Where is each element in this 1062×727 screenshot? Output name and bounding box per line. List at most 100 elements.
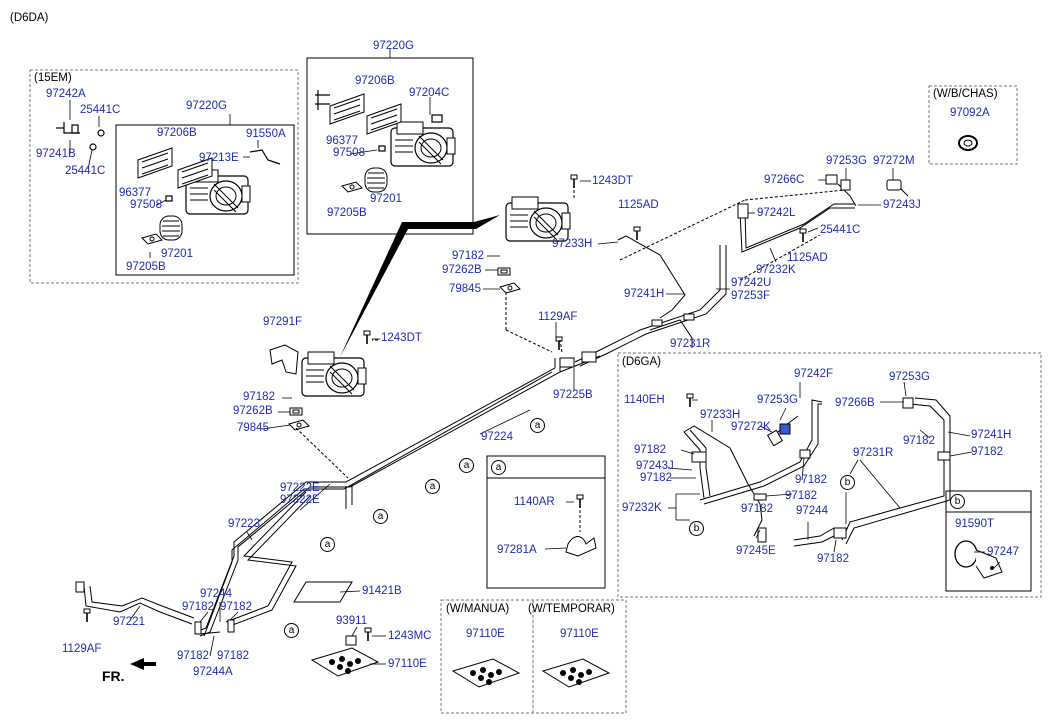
- part-label-97201-box: 97201: [370, 193, 402, 205]
- detail-b-title: b: [950, 494, 965, 509]
- callout-a: a: [425, 479, 440, 494]
- part-label-93911: 93911: [336, 615, 368, 627]
- part-label-97244-d6ga: 97244: [796, 505, 828, 517]
- box-title-wbchas: (W/B/CHAS): [933, 88, 998, 100]
- part-label-97508: 97508: [130, 199, 162, 211]
- part-label-97243J: 97243J: [883, 199, 921, 211]
- part-label-97242L: 97242L: [757, 207, 796, 219]
- part-label-97213E: 97213E: [199, 152, 239, 164]
- box-title-wmanua: (W/MANUA): [446, 603, 510, 615]
- part-label-97245E: 97245E: [736, 545, 776, 557]
- part-label-97242F: 97242F: [794, 368, 834, 380]
- part-label-1129AF-bottom: 1129AF: [62, 643, 102, 655]
- part-label-97244: 97244: [200, 588, 232, 600]
- part-label-25441C-lower: 25441C: [65, 165, 106, 177]
- part-label-1243MC: 1243MC: [388, 630, 432, 642]
- part-label-97266B: 97266B: [835, 397, 875, 409]
- part-label-97110E-manual: 97110E: [466, 628, 505, 640]
- part-label-1125AD-top: 1125AD: [618, 199, 659, 211]
- part-label-97206B-box: 97206B: [355, 75, 395, 87]
- part-label-97508-box: 97508: [333, 147, 365, 159]
- part-label-97233H-d6ga: 97233H: [700, 409, 741, 421]
- part-label-97182-d6ga-l2: 97182: [640, 472, 672, 484]
- part-label-97291F: 97291F: [263, 316, 303, 328]
- part-label-97262B-top: 97262B: [442, 264, 482, 276]
- part-label-97253F: 97253F: [731, 290, 771, 302]
- part-label-97205B-box: 97205B: [327, 207, 367, 219]
- part-label-79845-top: 79845: [449, 283, 481, 295]
- part-label-97182-bl1: 97182: [182, 601, 214, 613]
- box-title-d6ga: (D6GA): [622, 356, 661, 368]
- callout-a: a: [530, 418, 545, 433]
- part-label-97182-bl4: 97182: [217, 650, 249, 662]
- part-label-97241H: 97241H: [624, 288, 665, 300]
- part-label-97224: 97224: [481, 431, 513, 443]
- part-label-25441C: 25441C: [80, 104, 121, 116]
- part-label-97262B-left: 97262B: [233, 405, 273, 417]
- part-label-25441C-right: 25441C: [820, 224, 861, 236]
- part-label-97182-d6ga-r1: 97182: [903, 435, 935, 447]
- part-label-97182-d6ga-b: 97182: [817, 553, 849, 565]
- part-label-1140EH: 1140EH: [624, 394, 665, 406]
- model-code: (D6DA): [10, 12, 49, 24]
- part-label-97182-d6ga-l1: 97182: [634, 444, 666, 456]
- part-label-97253G: 97253G: [826, 155, 867, 167]
- part-label-91550A: 91550A: [246, 128, 286, 140]
- part-label-97221: 97221: [113, 616, 145, 628]
- part-label-97092A: 97092A: [950, 107, 990, 119]
- part-label-97220G-box: 97220G: [373, 40, 414, 52]
- part-label-97182-left: 97182: [243, 391, 275, 403]
- box-title-wtemporar: (W/TEMPORAR): [528, 603, 615, 615]
- part-label-97201: 97201: [161, 248, 193, 260]
- callout-a: a: [320, 537, 335, 552]
- part-label-1243DT-top: 1243DT: [592, 175, 633, 187]
- part-label-97182-top: 97182: [452, 250, 484, 262]
- part-label-96377: 96377: [119, 187, 151, 199]
- part-label-1243DT-left: 1243DT: [381, 332, 422, 344]
- part-label-97233H: 97233H: [552, 238, 593, 250]
- part-label-97281A: 97281A: [497, 544, 537, 556]
- part-label-97182-bl2: 97182: [220, 601, 252, 613]
- part-label-91421B: 91421B: [362, 585, 402, 597]
- callout-a: a: [459, 458, 474, 473]
- part-label-97222E: 97222E: [280, 482, 320, 494]
- callout-b: b: [840, 475, 855, 490]
- part-label-97253G-d6ga: 97253G: [757, 394, 798, 406]
- callout-a: a: [284, 623, 299, 638]
- part-label-97204C: 97204C: [409, 87, 450, 99]
- part-label-97266C: 97266C: [764, 174, 805, 186]
- part-label-97182-d6ga-m2: 97182: [785, 490, 817, 502]
- part-label-97231R-d6ga: 97231R: [853, 447, 894, 459]
- part-label-97223: 97223: [228, 518, 260, 530]
- part-label-1125AD-right: 1125AD: [787, 252, 828, 264]
- part-label-97232K-d6ga: 97232K: [622, 502, 662, 514]
- part-label-97220G: 97220G: [186, 100, 227, 112]
- part-label-97272M: 97272M: [873, 155, 915, 167]
- part-label-97244A: 97244A: [193, 666, 233, 678]
- part-label-1140AR: 1140AR: [514, 496, 555, 508]
- part-label-97241H-d6ga: 97241H: [971, 429, 1012, 441]
- part-label-1129AF-mid: 1129AF: [538, 311, 578, 323]
- part-label-97182-bl3: 97182: [177, 650, 209, 662]
- part-label-97243J-d6ga: 97243J: [636, 460, 674, 472]
- part-label-97182-d6ga-r2: 97182: [971, 446, 1003, 458]
- part-label-97232K: 97232K: [756, 264, 796, 276]
- part-label-97110E-temporar: 97110E: [560, 628, 599, 640]
- part-label-97241B: 97241B: [36, 148, 76, 160]
- part-label-97272K: 97272K: [731, 421, 771, 433]
- callout-b: b: [689, 521, 704, 536]
- part-label-97247: 97247: [987, 546, 1019, 558]
- part-label-97182-d6ga-m1: 97182: [795, 474, 827, 486]
- part-label-97182-d6ga-m3: 97182: [741, 503, 773, 515]
- part-label-97231R: 97231R: [670, 338, 711, 350]
- part-label-97205B: 97205B: [126, 261, 166, 273]
- part-label-79845-left: 79845: [237, 422, 269, 434]
- part-label-97322E: 97322E: [280, 494, 320, 506]
- part-label-97110E: 97110E: [388, 658, 427, 670]
- detail-a-title: a: [491, 460, 506, 475]
- part-label-97206B: 97206B: [157, 127, 197, 139]
- part-label-91590T: 91590T: [955, 518, 995, 530]
- part-label-97253G-d6ga-right: 97253G: [889, 371, 930, 383]
